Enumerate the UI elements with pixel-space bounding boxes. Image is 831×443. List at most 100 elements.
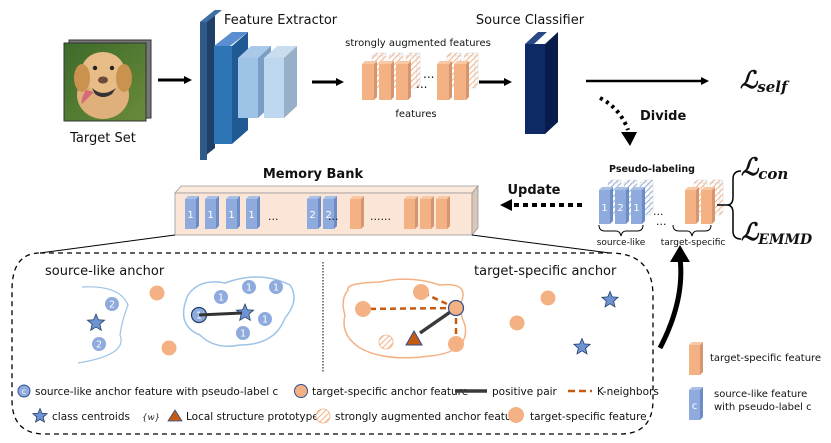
class-centroid (600, 290, 620, 308)
neighbor-point (355, 301, 371, 317)
neighbor-point (448, 336, 464, 352)
features-label: features (395, 109, 436, 120)
side-legend-orange-bar (689, 342, 703, 375)
side-legend-blue-text-2: with pseudo-label c (714, 402, 812, 413)
point-label: 1 (273, 283, 279, 294)
point-label: 2 (96, 340, 102, 351)
legend-item-k-neighbors: K-neighbors (568, 386, 659, 398)
dog-icon (74, 52, 132, 119)
cluster-1-point: 1 (236, 326, 250, 340)
blue-circle-c-icon (17, 384, 31, 398)
legend-text: class centroids (52, 411, 130, 423)
features-ellipsis-2: ... (416, 77, 427, 91)
legend-text: positive pair (492, 386, 558, 398)
memory-target-feature (436, 196, 450, 229)
class-centroid-2 (86, 312, 106, 332)
side-legend-orange-text: target-specific feature (710, 353, 821, 364)
zoom-line-right (471, 234, 611, 254)
cluster-1-point: 1 (269, 280, 283, 294)
feature (454, 61, 469, 100)
target-set-image (63, 39, 152, 122)
legend-glyph: c (22, 387, 26, 396)
legend-item-target-anchor: target-specific anchor feature (294, 384, 468, 398)
feature-label: 1 (187, 210, 193, 221)
source-like-feature: 2 (615, 187, 629, 224)
memory-target-feature (404, 196, 418, 229)
source-like-caption: source-like (597, 238, 646, 248)
legend-item-augmented-anchor: strongly augmented anchor feature (315, 408, 522, 424)
orange-circle-icon (508, 407, 524, 423)
cluster-1-boundary (182, 276, 295, 347)
source-like-feature: 1 (631, 187, 645, 224)
legend-item-positive-pair: positive pair (455, 386, 558, 398)
feature (396, 61, 411, 100)
feature-label: 1 (601, 203, 607, 214)
feature-extractor-label: Feature Extractor (224, 13, 338, 28)
source-classifier (525, 32, 558, 134)
detail-panel (11, 252, 654, 435)
legend-item-centroids: class centroids{w} (31, 407, 160, 423)
legend-text: target-specific anchor feature (312, 386, 468, 398)
feature-label: 1 (633, 203, 639, 214)
memory-source-feature: 1 (205, 196, 219, 229)
point-label: 1 (246, 283, 252, 294)
memory-ellipsis-3: ...... (370, 210, 391, 223)
local-structure-prototype (405, 329, 423, 346)
legend-item-target-feature: target-specific feature (508, 407, 647, 423)
target-cluster-boundary (342, 278, 467, 359)
source-anchor-title: source-like anchor (45, 264, 165, 279)
target-set-label: Target Set (69, 131, 136, 146)
memory-source-feature: 2 (323, 196, 337, 229)
positive-pair-line-source (198, 311, 243, 317)
point-label: 1 (240, 329, 246, 340)
point-label: 1 (196, 311, 202, 322)
curved-up-arrowhead (670, 245, 690, 262)
target-specific-point (540, 290, 556, 306)
memory-target-feature (420, 196, 434, 229)
loss-brace (717, 170, 742, 240)
point-label: 1 (262, 315, 268, 326)
target-specific-feature (685, 187, 699, 224)
class-centroid (572, 337, 592, 355)
feature (362, 61, 377, 100)
k-neighbor-line (362, 306, 457, 311)
feature-label: 2 (309, 210, 315, 221)
divide-label: Divide (640, 109, 686, 124)
memory-source-feature: 1 (185, 196, 199, 229)
update-arrowhead (500, 199, 512, 211)
feature (437, 61, 452, 100)
feature-label: 1 (248, 210, 254, 221)
side-legend-blue-text-1: source-like feature (714, 389, 807, 400)
loss-con: ℒcon (741, 152, 788, 183)
feature-label: 1 (228, 210, 234, 221)
legend-text: Local structure prototype (186, 411, 319, 423)
augmented-feature (463, 52, 479, 89)
curved-up-arrow (657, 257, 684, 350)
target-anchor-points (355, 284, 620, 355)
hatched-circle-icon (315, 408, 331, 424)
side-legend: c (689, 342, 703, 420)
neighbor-point (413, 284, 429, 300)
cluster-2-point: 2 (92, 337, 106, 351)
pseudo-ellipsis-2: ... (656, 215, 667, 228)
loss-emmd: ℒEMMD (741, 217, 813, 248)
triangle-icon (167, 409, 183, 422)
cluster-1-point: 1 (258, 312, 272, 326)
legend-item-prototype: Local structure prototype (167, 409, 319, 423)
source-like-brace (598, 224, 644, 237)
target-anchor-point (447, 299, 465, 317)
memory-ellipsis-2: ... (328, 210, 339, 223)
source-classifier-label: Source Classifier (476, 13, 585, 28)
target-specific-point (509, 315, 525, 331)
legend-text: strongly augmented anchor feature (335, 411, 522, 423)
feature-label: 1 (207, 210, 213, 221)
target-specific-point (161, 340, 177, 356)
star-icon (31, 407, 49, 423)
target-anchor-title: target-specific anchor (474, 264, 617, 279)
feature-label: 2 (325, 210, 331, 221)
source-like-feature: 1 (599, 187, 613, 224)
